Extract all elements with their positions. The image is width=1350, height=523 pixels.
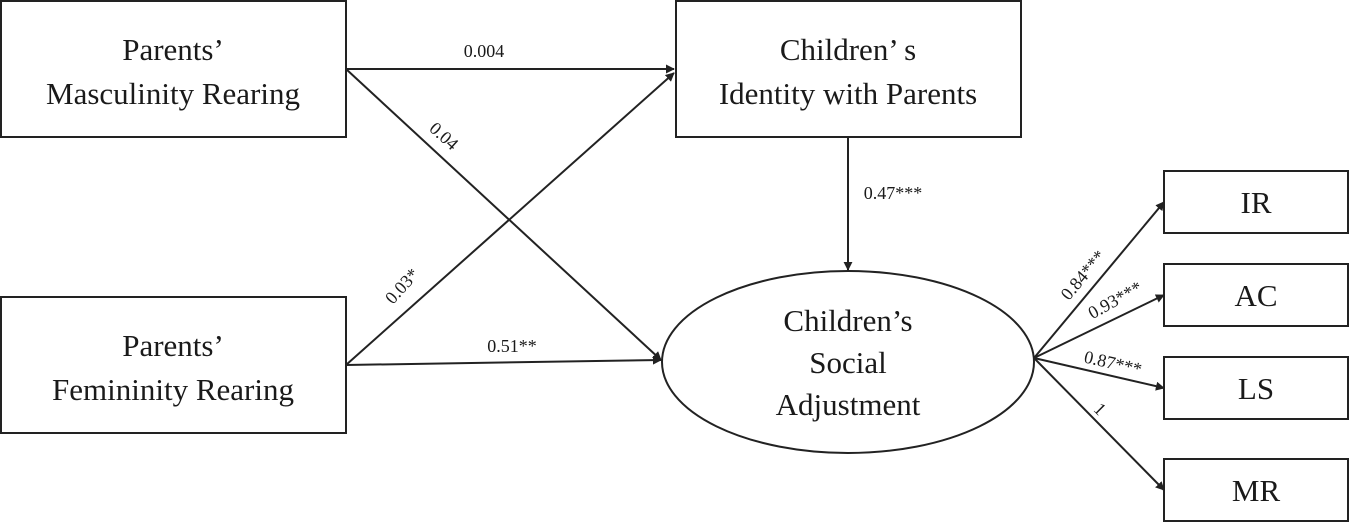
masculinity-to-adjustment-arrow xyxy=(345,68,662,361)
ir-box xyxy=(1163,170,1349,234)
mr-box xyxy=(1163,458,1349,522)
masculinity-rearing-box xyxy=(0,0,347,138)
adjustment-to-ls-arrow xyxy=(1033,357,1165,391)
social-adjustment-ellipse xyxy=(661,270,1035,454)
adjustment-to-ls-coef: 0.87*** xyxy=(1082,347,1143,380)
identity-with-parents-label-line2: Identity with Parents xyxy=(719,76,977,111)
femininity-rearing-label-line2: Femininity Rearing xyxy=(52,372,294,407)
femininity-to-identity-arrow xyxy=(345,72,675,366)
social-adjustment-label-line1: Children’s xyxy=(783,303,912,338)
adjustment-to-mr-arrow xyxy=(1033,357,1165,491)
identity-to-adjustment-coef: 0.47*** xyxy=(864,183,923,203)
adjustment-to-ac-coef: 0.93*** xyxy=(1085,277,1146,323)
ir-label: IR xyxy=(1241,185,1272,220)
identity-with-parents-box xyxy=(675,0,1022,138)
adjustment-to-ir-arrow xyxy=(1033,201,1165,359)
ls-box xyxy=(1163,356,1349,420)
social-adjustment-label-line3: Adjustment xyxy=(776,387,921,422)
ls-label: LS xyxy=(1238,371,1274,406)
adjustment-to-mr-coef: 1 xyxy=(1090,399,1111,420)
mr-label: MR xyxy=(1232,473,1281,508)
femininity-rearing-box xyxy=(0,296,347,434)
masculinity-rearing-label-line1: Parents’ xyxy=(122,32,224,67)
femininity-to-adjustment-arrow xyxy=(345,355,662,366)
identity-with-parents-label-line1: Children’ s xyxy=(780,32,916,67)
masculinity-rearing-label-line2: Masculinity Rearing xyxy=(46,76,300,111)
ac-box xyxy=(1163,263,1349,327)
femininity-to-adjustment-coef: 0.51** xyxy=(487,336,537,356)
ac-label: AC xyxy=(1234,278,1277,313)
femininity-rearing-label-line1: Parents’ xyxy=(122,328,224,363)
social-adjustment-label-line2: Social xyxy=(809,345,887,380)
adjustment-to-ac-arrow xyxy=(1033,294,1165,359)
masculinity-to-identity-coef: 0.004 xyxy=(464,41,505,61)
